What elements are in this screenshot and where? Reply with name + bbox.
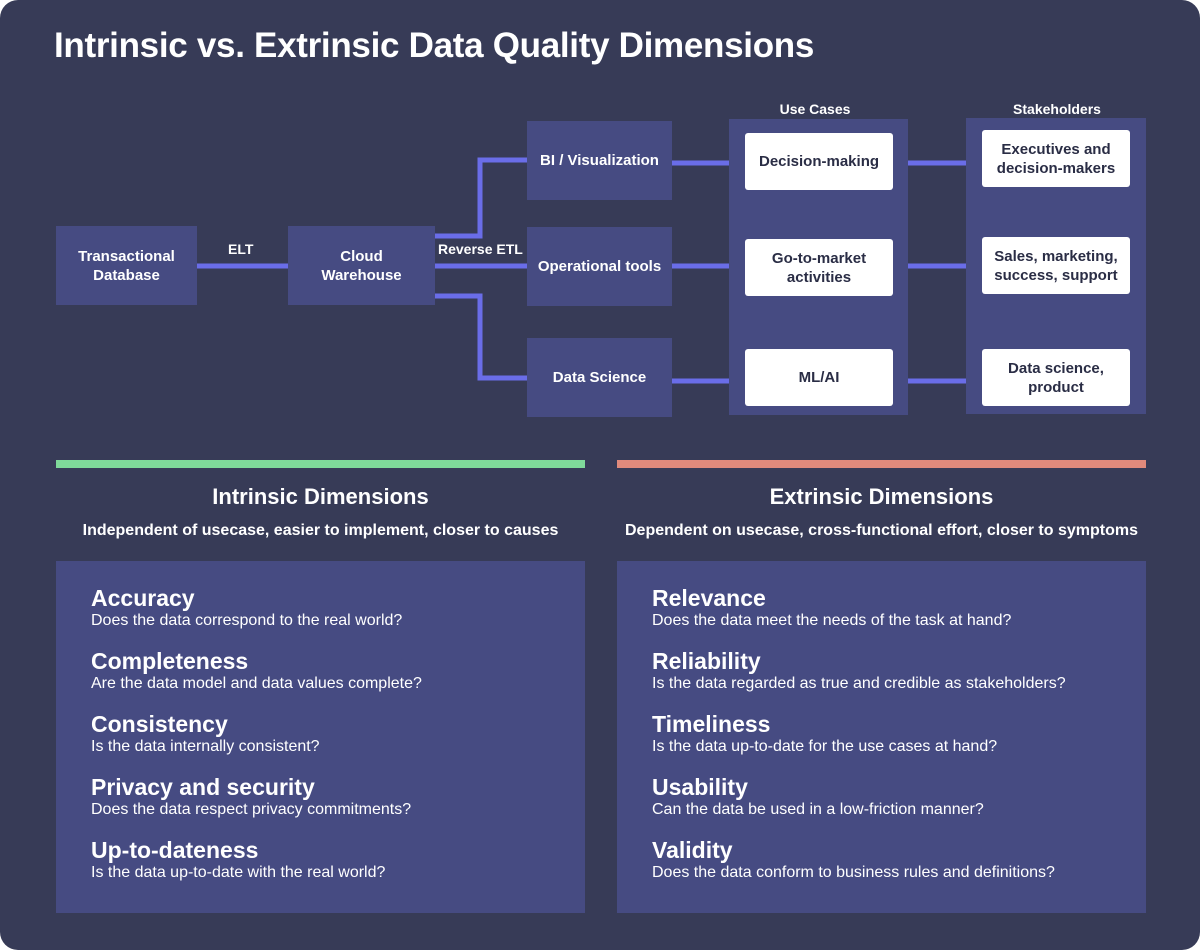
- data-science-label: Data Science: [552, 369, 647, 386]
- use-case-label: Decision-making: [758, 153, 880, 170]
- transactional-database-box: Transactional Database: [56, 226, 197, 305]
- transactional-database-label: Transactional Database: [78, 247, 175, 284]
- item-desc: Is the data regarded as true and credibl…: [652, 675, 1066, 692]
- bi-visualization-label: BI / Visualization: [540, 152, 659, 169]
- connector-warehouse-ds: [435, 293, 527, 381]
- item-desc: Is the data up-to-date with the real wor…: [91, 864, 386, 881]
- extrinsic-title: Extrinsic Dimensions: [769, 484, 994, 509]
- intrinsic-panel: Accuracy Does the data correspond to the…: [56, 561, 585, 913]
- intrinsic-subtitle: Independent of usecase, easier to implem…: [82, 522, 559, 539]
- intrinsic-item-completeness: Completeness Are the data model and data…: [91, 648, 422, 694]
- stakeholder-label: Sales, marketing, success, support: [994, 247, 1118, 284]
- stakeholder-label: Data science, product: [1008, 359, 1104, 396]
- item-desc: Does the data meet the needs of the task…: [652, 612, 1012, 629]
- extrinsic-item-validity: Validity Does the data conform to busine…: [652, 837, 1055, 883]
- operational-tools-box: Operational tools: [527, 227, 672, 306]
- item-desc: Can the data be used in a low-friction m…: [652, 801, 984, 818]
- item-name: Validity: [652, 837, 733, 863]
- use-case-go-to-market: Go-to-market activities: [745, 239, 893, 296]
- page-title: Intrinsic vs. Extrinsic Data Quality Dim…: [54, 26, 815, 65]
- extrinsic-panel: Relevance Does the data meet the needs o…: [617, 561, 1146, 913]
- stakeholder-sales-marketing: Sales, marketing, success, support: [982, 237, 1130, 294]
- use-case-label: Go-to-market activities: [771, 249, 867, 286]
- item-name: Timeliness: [652, 711, 771, 737]
- item-name: Privacy and security: [91, 774, 315, 800]
- extrinsic-accent-bar: [617, 460, 1146, 468]
- cloud-warehouse-label: Cloud Warehouse: [321, 247, 402, 284]
- operational-tools-label: Operational tools: [537, 258, 662, 275]
- item-name: Relevance: [652, 585, 766, 611]
- item-name: Accuracy: [91, 585, 195, 611]
- intrinsic-accent-bar: [56, 460, 585, 468]
- item-desc: Does the data correspond to the real wor…: [91, 612, 403, 629]
- bi-visualization-box: BI / Visualization: [527, 121, 672, 200]
- extrinsic-item-timeliness: Timeliness Is the data up-to-date for th…: [652, 711, 997, 757]
- item-desc: Are the data model and data values compl…: [91, 675, 422, 692]
- item-name: Consistency: [91, 711, 228, 737]
- item-desc: Does the data conform to business rules …: [652, 864, 1055, 881]
- intrinsic-item-privacy-security: Privacy and security Does the data respe…: [91, 774, 411, 820]
- cloud-warehouse-box: Cloud Warehouse: [288, 226, 435, 305]
- elt-label: ELT: [228, 241, 254, 257]
- stakeholder-executives: Executives and decision-makers: [982, 130, 1130, 187]
- stakeholder-label: Executives and decision-makers: [996, 140, 1116, 177]
- stakeholders-header: Stakeholders: [1013, 101, 1101, 117]
- reverse-etl-label: Reverse ETL: [438, 241, 523, 257]
- use-case-ml-ai: ML/AI: [745, 349, 893, 406]
- use-case-label: ML/AI: [798, 369, 840, 386]
- item-name: Usability: [652, 774, 748, 800]
- item-name: Completeness: [91, 648, 249, 674]
- stakeholder-data-science-product: Data science, product: [982, 349, 1130, 406]
- item-desc: Does the data respect privacy commitment…: [91, 801, 412, 818]
- item-desc: Is the data up-to-date for the use cases…: [652, 738, 998, 755]
- data-science-box: Data Science: [527, 338, 672, 417]
- item-desc: Is the data internally consistent?: [91, 738, 320, 755]
- extrinsic-item-usability: Usability Can the data be used in a low-…: [652, 774, 984, 820]
- item-name: Up-to-dateness: [91, 837, 259, 863]
- use-cases-header: Use Cases: [779, 101, 851, 117]
- use-case-decision-making: Decision-making: [745, 133, 893, 190]
- item-name: Reliability: [652, 648, 761, 674]
- extrinsic-subtitle: Dependent on usecase, cross-functional e…: [625, 522, 1138, 539]
- intrinsic-item-accuracy: Accuracy Does the data correspond to the…: [91, 585, 402, 631]
- intrinsic-item-consistency: Consistency Is the data internally consi…: [91, 711, 320, 757]
- intrinsic-title: Intrinsic Dimensions: [212, 484, 429, 509]
- connector-warehouse-bi: [435, 157, 527, 239]
- intrinsic-item-up-to-dateness: Up-to-dateness Is the data up-to-date wi…: [91, 837, 385, 883]
- extrinsic-item-reliability: Reliability Is the data regarded as true…: [652, 648, 1066, 694]
- extrinsic-item-relevance: Relevance Does the data meet the needs o…: [652, 585, 1011, 631]
